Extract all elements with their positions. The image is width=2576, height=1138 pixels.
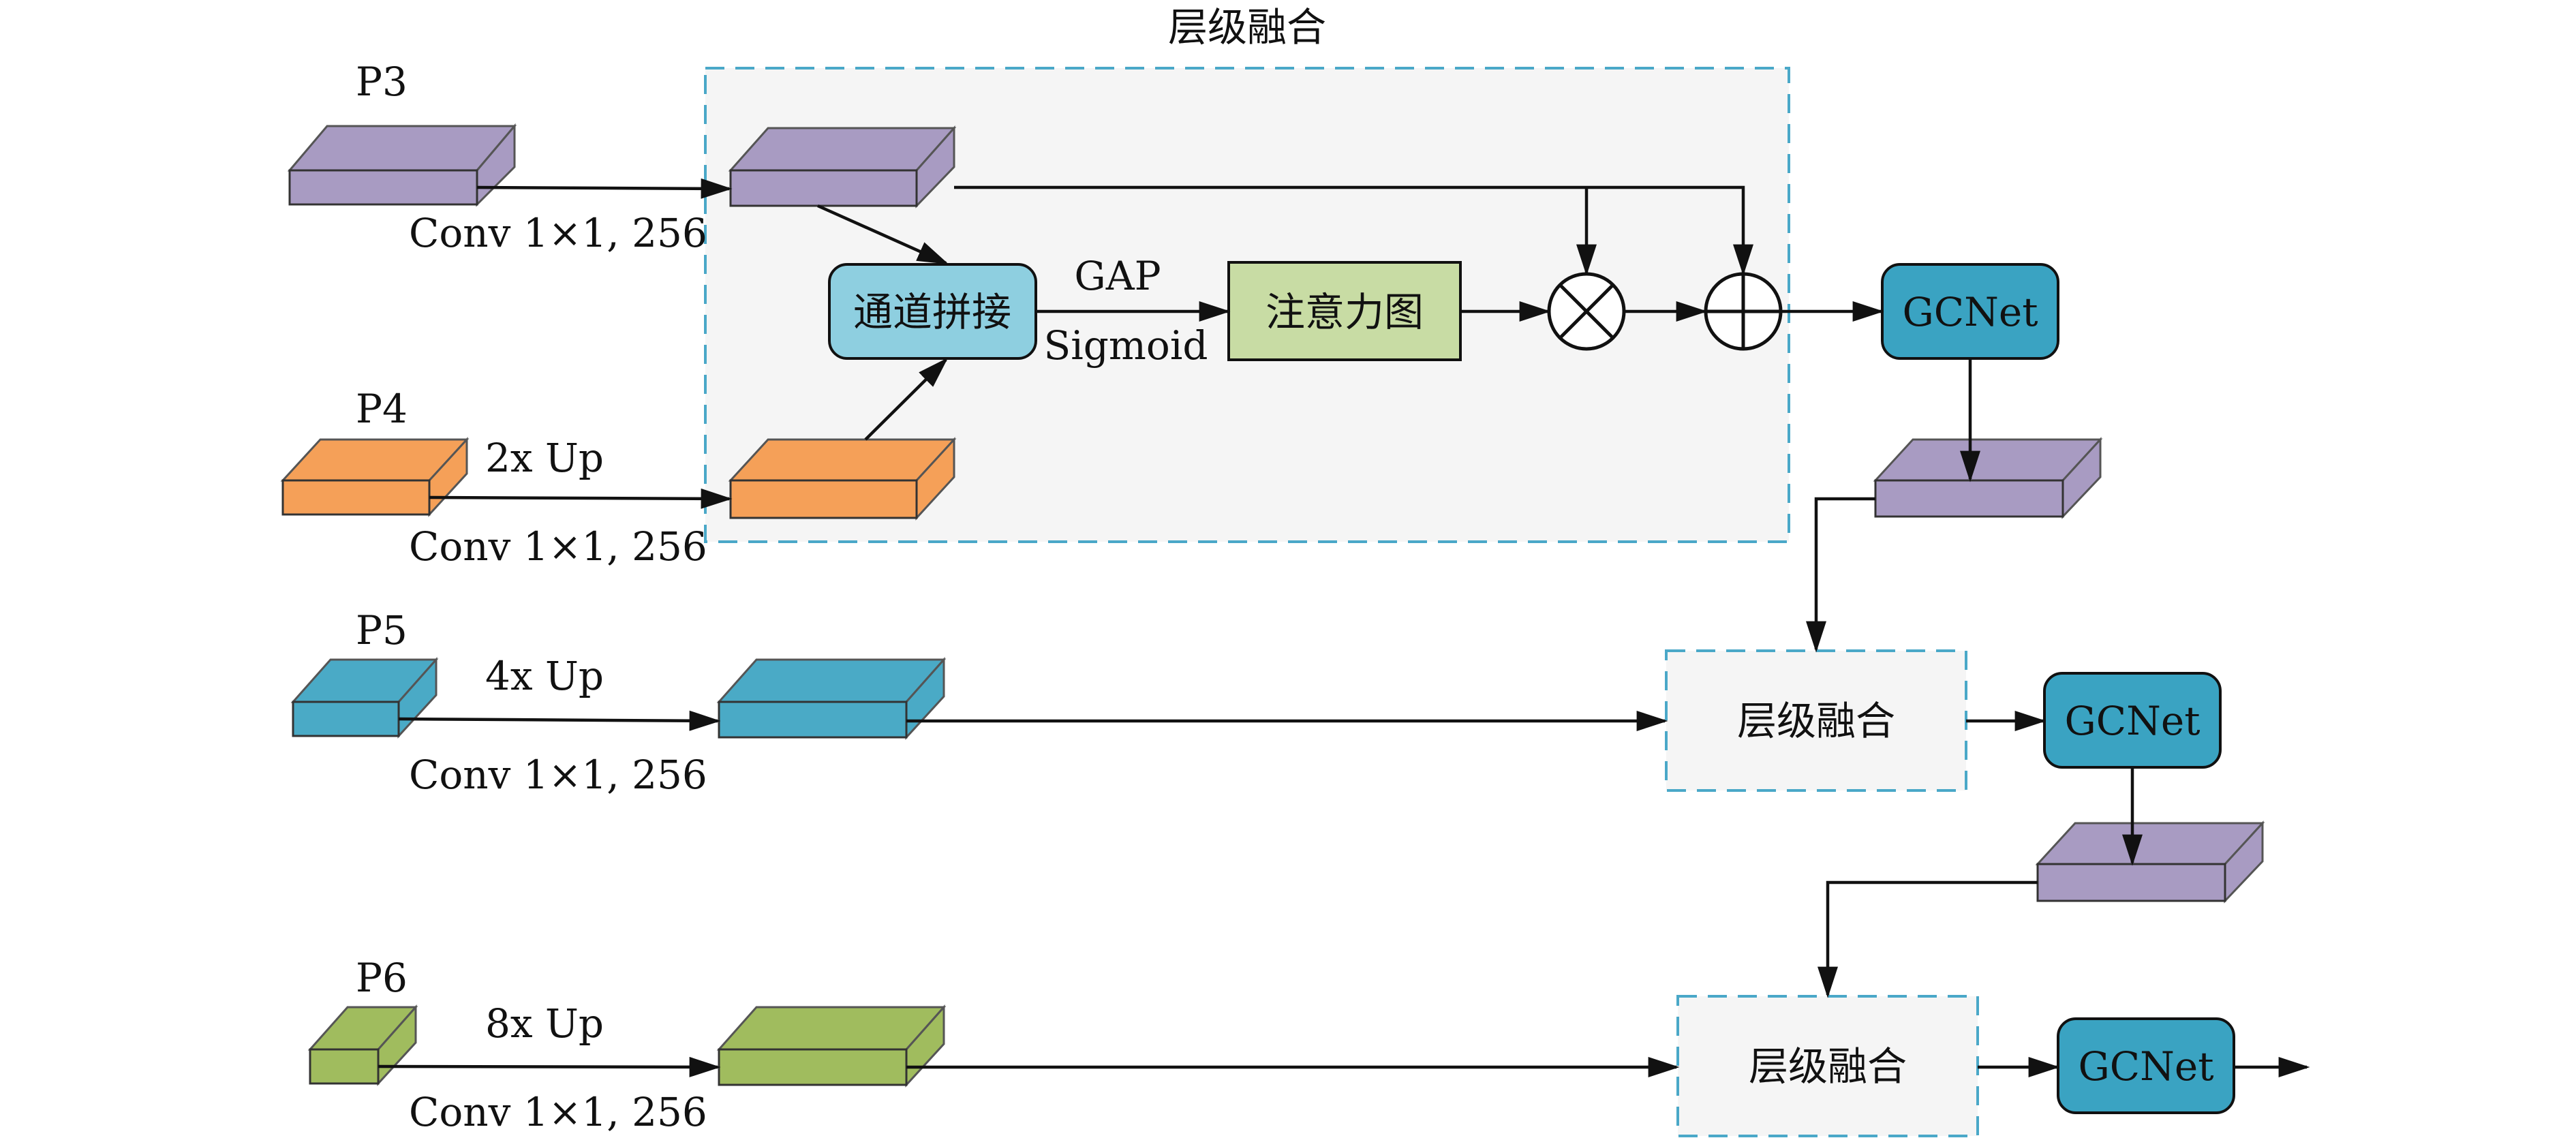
multiply-operator-icon — [1547, 272, 1626, 351]
upsample-label-p4: 2x Up — [485, 435, 604, 481]
level-label-p5: P5 — [356, 607, 408, 653]
attention-label: 注意力图 — [1266, 289, 1424, 335]
fusion-module-title: 层级融合 — [1168, 4, 1326, 50]
level-label-p3: P3 — [356, 59, 408, 105]
feature-block-p4-projected — [728, 437, 957, 521]
gcnet-label-2: GCNet — [2064, 698, 2200, 744]
conv-label-p4: Conv 1×1, 256 — [409, 523, 707, 570]
upsample-label-p6: 8x Up — [485, 1000, 604, 1047]
conv-label-p5: Conv 1×1, 256 — [409, 752, 707, 798]
conv-label-p3: Conv 1×1, 256 — [409, 210, 707, 256]
concat-label: 通道拼接 — [853, 289, 1011, 335]
feature-block-p5-input — [290, 657, 439, 739]
gcnet-label-1: GCNet — [1902, 289, 2038, 335]
sigmoid-label: Sigmoid — [1043, 322, 1208, 369]
gcnet-label-3: GCNet — [2078, 1043, 2213, 1090]
feature-block-p6-input — [307, 1004, 418, 1086]
feature-block-p3-input — [287, 123, 517, 207]
feature-block-p6-projected — [716, 1004, 947, 1088]
connector-arrows — [378, 178, 2310, 1077]
feature-block-p4-input — [280, 437, 470, 517]
fusion-module-2-label: 层级融合 — [1737, 698, 1895, 744]
feature-block-fused-1 — [1873, 437, 2103, 519]
upsample-label-p5: 4x Up — [485, 653, 604, 699]
feature-block-fused-2 — [2035, 820, 2265, 904]
feature-block-p5-projected — [716, 657, 947, 740]
feature-block-p3-projected — [728, 125, 957, 209]
level-label-p4: P4 — [356, 386, 408, 432]
fusion-module-3-label: 层级融合 — [1749, 1043, 1907, 1090]
conv-label-p6: Conv 1×1, 256 — [409, 1089, 707, 1135]
add-operator-icon — [1704, 272, 1783, 351]
gap-label: GAP — [1074, 253, 1161, 299]
level-label-p6: P6 — [356, 955, 408, 1001]
